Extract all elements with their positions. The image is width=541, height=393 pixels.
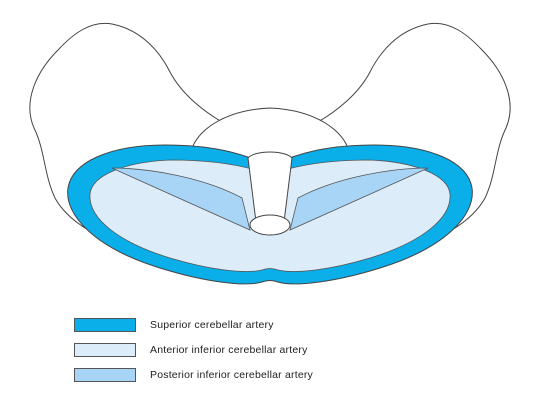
legend-label-posterior-inferior: Posterior inferior cerebellar artery <box>150 368 313 382</box>
legend-item-anterior-inferior: Anterior inferior cerebellar artery <box>74 343 534 368</box>
legend-swatch-posterior-inferior <box>74 368 136 382</box>
brainstem-dome-outline <box>190 108 350 155</box>
brainstem-cross-section <box>250 215 290 235</box>
legend-item-superior: Superior cerebellar artery <box>74 318 534 343</box>
legend-item-posterior-inferior: Posterior inferior cerebellar artery <box>74 368 534 393</box>
legend-swatch-superior <box>74 318 136 332</box>
legend-swatch-anterior-inferior <box>74 343 136 357</box>
legend-label-anterior-inferior: Anterior inferior cerebellar artery <box>150 343 308 357</box>
legend-label-superior: Superior cerebellar artery <box>150 318 274 332</box>
legend: Superior cerebellar artery Anterior infe… <box>74 318 534 393</box>
